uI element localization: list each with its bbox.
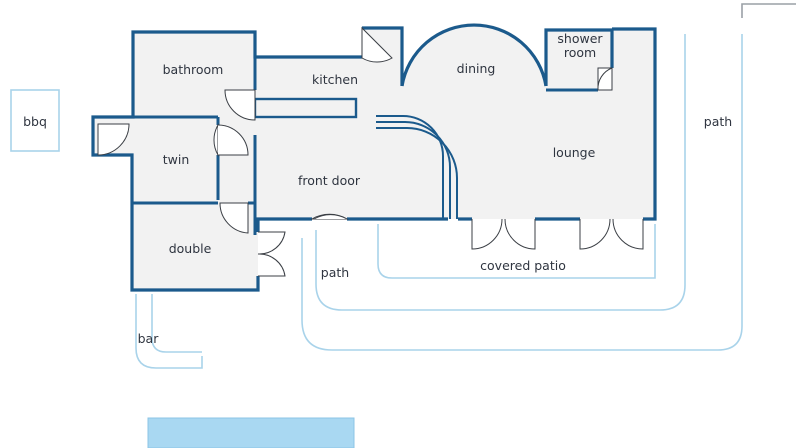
label-kitchen: kitchen xyxy=(312,72,358,87)
doors xyxy=(97,26,644,277)
pool xyxy=(147,417,355,448)
label-path-bottom: path xyxy=(321,265,349,280)
label-covered-patio: covered patio xyxy=(480,258,566,273)
garden-paths xyxy=(135,3,796,369)
bbq-box xyxy=(10,89,60,152)
label-shower-line1: shower xyxy=(557,31,603,46)
label-path-right: path xyxy=(704,114,732,129)
label-double: double xyxy=(169,241,212,256)
label-dining: dining xyxy=(457,61,496,76)
label-front-door: front door xyxy=(298,173,361,188)
label-lounge: lounge xyxy=(553,145,596,160)
label-shower-line2: room xyxy=(564,45,596,60)
label-twin: twin xyxy=(163,152,190,167)
interior-walls xyxy=(132,57,598,235)
label-bar: bar xyxy=(138,331,160,346)
exterior-walls xyxy=(91,23,657,292)
room-labels: bbq bathroom kitchen dining shower room … xyxy=(23,31,732,346)
label-bathroom: bathroom xyxy=(163,62,224,77)
label-bbq: bbq xyxy=(23,114,47,129)
